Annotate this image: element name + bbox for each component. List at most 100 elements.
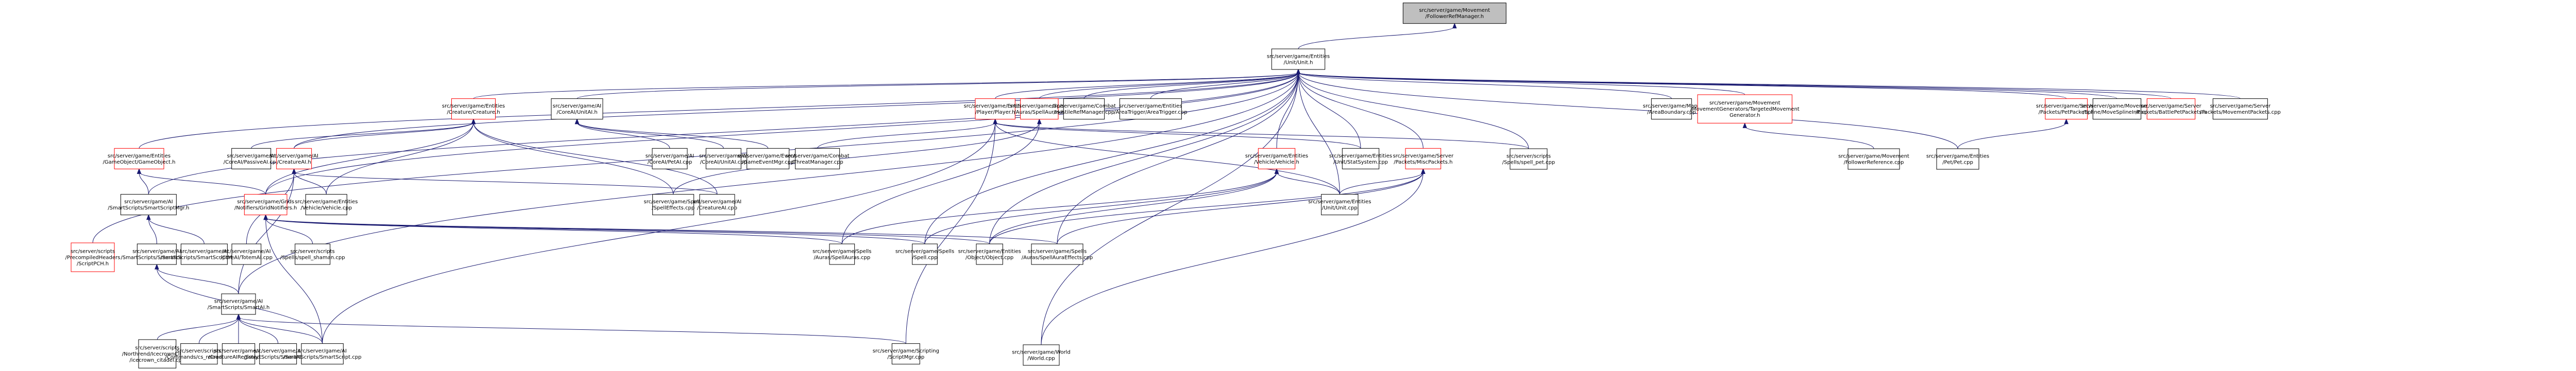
node-box (71, 242, 115, 272)
node-label-line: src/server/game/Entities (1926, 154, 1989, 160)
node-box (137, 243, 177, 265)
graph-node-creatureai-h[interactable]: src/server/game/AI/CreatureAI.h (269, 148, 318, 169)
graph-node-passiveai-cpp[interactable]: src/server/game/AI/CoreAI/PassiveAI.cpp (224, 148, 279, 169)
graph-node-root[interactable]: src/server/game/Movement/FollowerRefMana… (1402, 3, 1506, 24)
graph-node-spellauraeffects-cpp[interactable]: src/server/game/Spells/Auras/SpellAuraEf… (1022, 243, 1093, 265)
edge-arrowhead (137, 168, 142, 174)
node-label-line: /CreatureAIRegistry.cpp (208, 355, 269, 360)
graph-node-creatureai-cpp[interactable]: src/server/game/AI/CreatureAI.cpp (693, 194, 742, 216)
node-label-line: /GameObject/GameObject.h (103, 160, 176, 165)
graph-node-vehicle-h[interactable]: src/server/game/Entities/Vehicle/Vehicle… (1245, 148, 1308, 169)
dependency-edge (238, 317, 906, 344)
graph-node-targetedmovgen-h[interactable]: src/server/game/Movement/MovementGenerat… (1690, 94, 1800, 123)
dependency-edge (265, 218, 990, 244)
graph-node-creatureairegistry-cpp[interactable]: src/server/game/AI/CreatureAIRegistry.cp… (208, 343, 269, 365)
graph-node-pet-cpp[interactable]: src/server/game/Entities/Pet/Pet.cpp (1926, 148, 1989, 170)
graph-node-precompiled-h[interactable]: src/server/scripts/PrecompiledHeaders/Sc… (65, 242, 121, 272)
graph-node-creature-h[interactable]: src/server/game/Entities/Creature/Creatu… (442, 98, 505, 120)
graph-node-threatmanager-cpp[interactable]: src/server/game/Combat/ThreatManager.cpp (786, 148, 850, 169)
graph-node-areatrigger-cpp[interactable]: src/server/game/Entities/AreaTrigger/Are… (1114, 98, 1187, 120)
node-label-line: src/server/game/AI (269, 153, 318, 159)
graph-node-movesplineinit-cpp[interactable]: src/server/game/Movement/Spline/MoveSpli… (2081, 98, 2153, 120)
dependency-edge (294, 72, 1299, 149)
graph-node-miscpackets-h[interactable]: src/server/game/Server/Packets/MiscPacke… (1393, 148, 1454, 169)
graph-node-spell-shaman-cpp[interactable]: src/server/scripts/Spells/spell_shaman.c… (280, 243, 345, 265)
node-label-line: /Unit/Unit.cpp (1322, 205, 1358, 211)
graph-node-scriptmgr-cpp[interactable]: src/server/game/Scripting/ScriptMgr.cpp (873, 343, 939, 365)
node-label-line: src/server/game/Grids (237, 199, 294, 205)
graph-node-smartai-cpp[interactable]: src/server/game/AI/SmartScripts/SmartAI.… (244, 343, 312, 365)
graph-node-gameeventmgr-cpp[interactable]: src/server/game/Events/GameEventMgr.cpp (737, 148, 799, 169)
dependency-edge (265, 72, 1299, 195)
node-label-line: src/server/scripts (177, 348, 221, 354)
graph-node-battlepetpackets-h[interactable]: src/server/game/Server/Packets/BattlePet… (2136, 98, 2207, 120)
graph-node-spell-cpp[interactable]: src/server/game/Spells/Spell.cpp (895, 243, 954, 265)
graph-node-spelleffects-cpp[interactable]: src/server/game/Spells/SpellEffects.cpp (643, 194, 703, 216)
graph-node-petpackets-h[interactable]: src/server/game/Server/Packets/PetPacket… (2036, 98, 2097, 120)
dependency-edge (817, 122, 996, 149)
graph-node-spellauras-h[interactable]: src/server/game/Spells/Auras/SpellAuras.… (1010, 98, 1069, 120)
node-label-line: src/server/game/AI (214, 299, 263, 305)
dependency-edge (995, 122, 1340, 195)
edge-arrowhead (993, 118, 997, 125)
graph-node-smartscriptmgr-h[interactable]: src/server/game/AI/SmartScripts/SmartScr… (108, 194, 189, 216)
edge-arrowhead (1452, 23, 1457, 29)
graph-node-statsystem-cpp[interactable]: src/server/game/Entities/Unit/StatSystem… (1329, 148, 1392, 169)
graph-node-hostileref-cpp[interactable]: src/server/game/Combat/HostileRefManager… (1052, 98, 1116, 120)
node-label-line: src/server/game/Entities (1308, 199, 1371, 205)
node-label-line: src/server/game/Server (2141, 103, 2201, 109)
graph-node-totemai-cpp[interactable]: src/server/game/AI/CoreAI/TotemAI.cpp (221, 243, 273, 265)
node-label-line: src/server/game/Entities (958, 249, 1021, 255)
node-label-line: /Vehicle/Vehicle.cpp (301, 205, 352, 211)
graph-node-cs-reload-cpp[interactable]: src/server/scripts/Commands/cs_reload.cp… (165, 343, 233, 365)
node-label-line: src/server/game/Entities (1329, 153, 1392, 159)
graph-node-gridnotifiers-h[interactable]: src/server/game/Grids/Notifiers/GridNoti… (234, 194, 297, 216)
graph-node-smartscript-cpp[interactable]: src/server/game/AI/SmartScripts/SmartScr… (283, 343, 362, 365)
graph-node-smartscript-h[interactable]: src/server/game/AI/SmartScripts/SmartScr… (121, 243, 193, 265)
graph-node-unitai-cpp[interactable]: src/server/game/AI/CoreAI/UnitAI.cpp (699, 148, 748, 169)
node-label-line: /Auras/SpellAuraEffects.cpp (1022, 255, 1093, 261)
dependency-edge (577, 122, 769, 149)
graph-node-smartscriptmgr-cpp[interactable]: src/server/game/AI/SmartScripts/SmartScr… (160, 243, 248, 265)
graph-node-movementpackets-cpp[interactable]: src/server/game/Server/Packets/MovementP… (2200, 98, 2281, 120)
graph-node-world-cpp[interactable]: src/server/game/World/World.cpp (1012, 344, 1071, 366)
node-label-line: /SmartScripts/SmartScript.h (121, 255, 193, 261)
node-label-line: /CoreAI/PassiveAI.cpp (224, 160, 279, 165)
dependency-edge (995, 72, 1299, 99)
node-label-line: src/server/game/Server (2210, 103, 2271, 109)
node-box (1510, 148, 1548, 170)
node-box (2045, 98, 2088, 120)
node-label-line: /World.cpp (1027, 356, 1055, 362)
node-label-line: src/server/game/Entities (1119, 103, 1182, 109)
graph-node-unit-cpp[interactable]: src/server/game/Entities/Unit/Unit.cpp (1308, 194, 1371, 216)
graph-node-player-h[interactable]: src/server/game/Entities/Player/Player.h (964, 98, 1027, 120)
node-label-line: src/server/game/Events (737, 153, 799, 159)
graph-node-petai-cpp[interactable]: src/server/game/AI/CoreAI/PetAI.cpp (646, 148, 694, 169)
graph-node-areaboundary-cpp[interactable]: src/server/game/Maps/AreaBoundary.cpp (1643, 98, 1700, 120)
graph-node-unit-h[interactable]: src/server/game/Entities/Unit/Unit.h (1267, 48, 1330, 70)
graph-node-icecrown-cpp[interactable]: src/server/scripts/Northrend/IcecrownCit… (122, 339, 193, 368)
dependency-edge (139, 72, 1299, 149)
graph-node-spellauras-cpp[interactable]: src/server/game/Spells/Auras/SpellAuras.… (812, 243, 872, 265)
dependency-edge (139, 172, 149, 195)
node-label-line: src/server/scripts (1506, 154, 1551, 160)
dependency-edge (148, 218, 157, 244)
node-label-line: /PrecompiledHeaders (65, 255, 121, 261)
node-label-line: /SmartScripts/SmartScript.cpp (283, 355, 362, 360)
dependency-edge (841, 122, 1040, 244)
graph-node-object-cpp[interactable]: src/server/game/Entities/Object/Object.c… (958, 243, 1021, 265)
node-label-line: /MovementGenerators/TargetedMovement (1690, 107, 1800, 112)
graph-node-vehicle-cpp[interactable]: src/server/game/Entities/Vehicle/Vehicle… (295, 194, 358, 216)
graph-node-spell-pet-cpp[interactable]: src/server/scripts/Spells/spell_pet.cpp (1502, 148, 1555, 170)
graph-node-gameobject-h[interactable]: src/server/game/Entities/GameObject/Game… (103, 148, 176, 169)
dependency-edge (577, 122, 724, 149)
node-box (1697, 94, 1792, 123)
dependency-edge (1298, 72, 1361, 149)
dependency-edge (1298, 72, 1529, 149)
graph-node-smartai-h[interactable]: src/server/game/AI/SmartScripts/SmartAI.… (208, 293, 270, 315)
dependency-edge (989, 172, 1423, 244)
node-label-line: src/server/game/AI (253, 348, 302, 354)
graph-node-unitai-h[interactable]: src/server/game/AI/CoreAI/UnitAI.h (551, 98, 603, 120)
graph-node-followerref-cpp[interactable]: src/server/game/Movement/FollowerReferen… (1838, 148, 1909, 170)
node-label-line: /SpellEffects.cpp (652, 205, 694, 211)
